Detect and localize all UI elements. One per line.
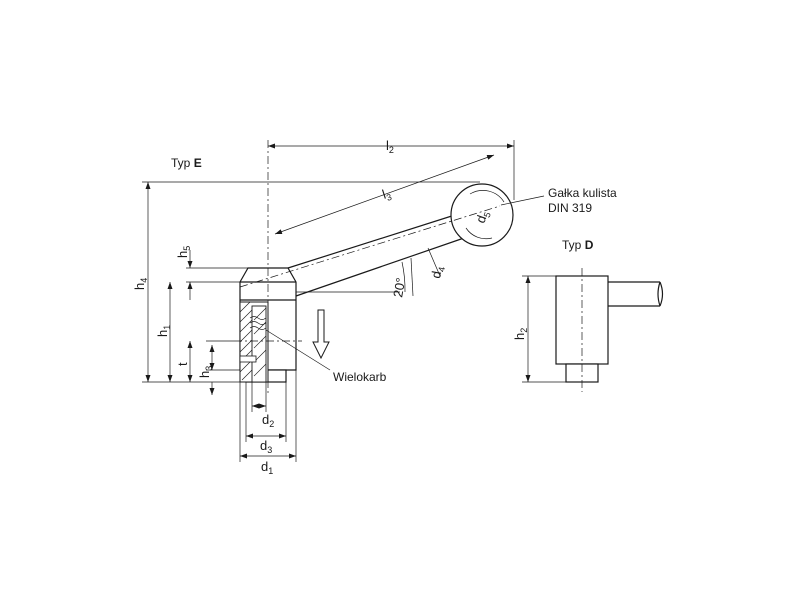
dim-d3: d3: [260, 438, 272, 455]
ball-note-line2: DIN 319: [548, 201, 592, 215]
dim-h2: h2: [512, 328, 529, 340]
dim-l3: l3: [380, 185, 393, 204]
dimension-lines: [145, 143, 514, 459]
spline-note-leader: [265, 329, 331, 371]
dim-d2: d2: [262, 412, 274, 429]
type-d-label: Typ D: [562, 238, 594, 252]
dim-d4: d4: [428, 265, 447, 280]
type-d-view: [522, 268, 664, 392]
press-direction-arrow: [312, 309, 330, 360]
spline-note: Wielokarb: [333, 370, 387, 384]
angle-label: 20°: [390, 277, 408, 299]
dim-d5: d5: [473, 208, 493, 225]
spline-section: [239, 301, 269, 383]
dim-d1: d1: [261, 459, 273, 476]
dim-h1: h1: [155, 325, 172, 337]
ball-note-line1: Gałka kulista: [548, 186, 617, 200]
ball-note-leader: [500, 195, 545, 206]
dim-h3: h3: [197, 366, 214, 378]
type-e-label: Typ E: [171, 156, 202, 170]
extension-lines: [142, 140, 515, 462]
dim-l2: l2: [386, 138, 394, 155]
type-e-view: [142, 140, 545, 462]
dim-h5: h5: [175, 246, 192, 258]
dim-t: t: [175, 362, 190, 366]
dim-h4: h4: [132, 278, 149, 290]
